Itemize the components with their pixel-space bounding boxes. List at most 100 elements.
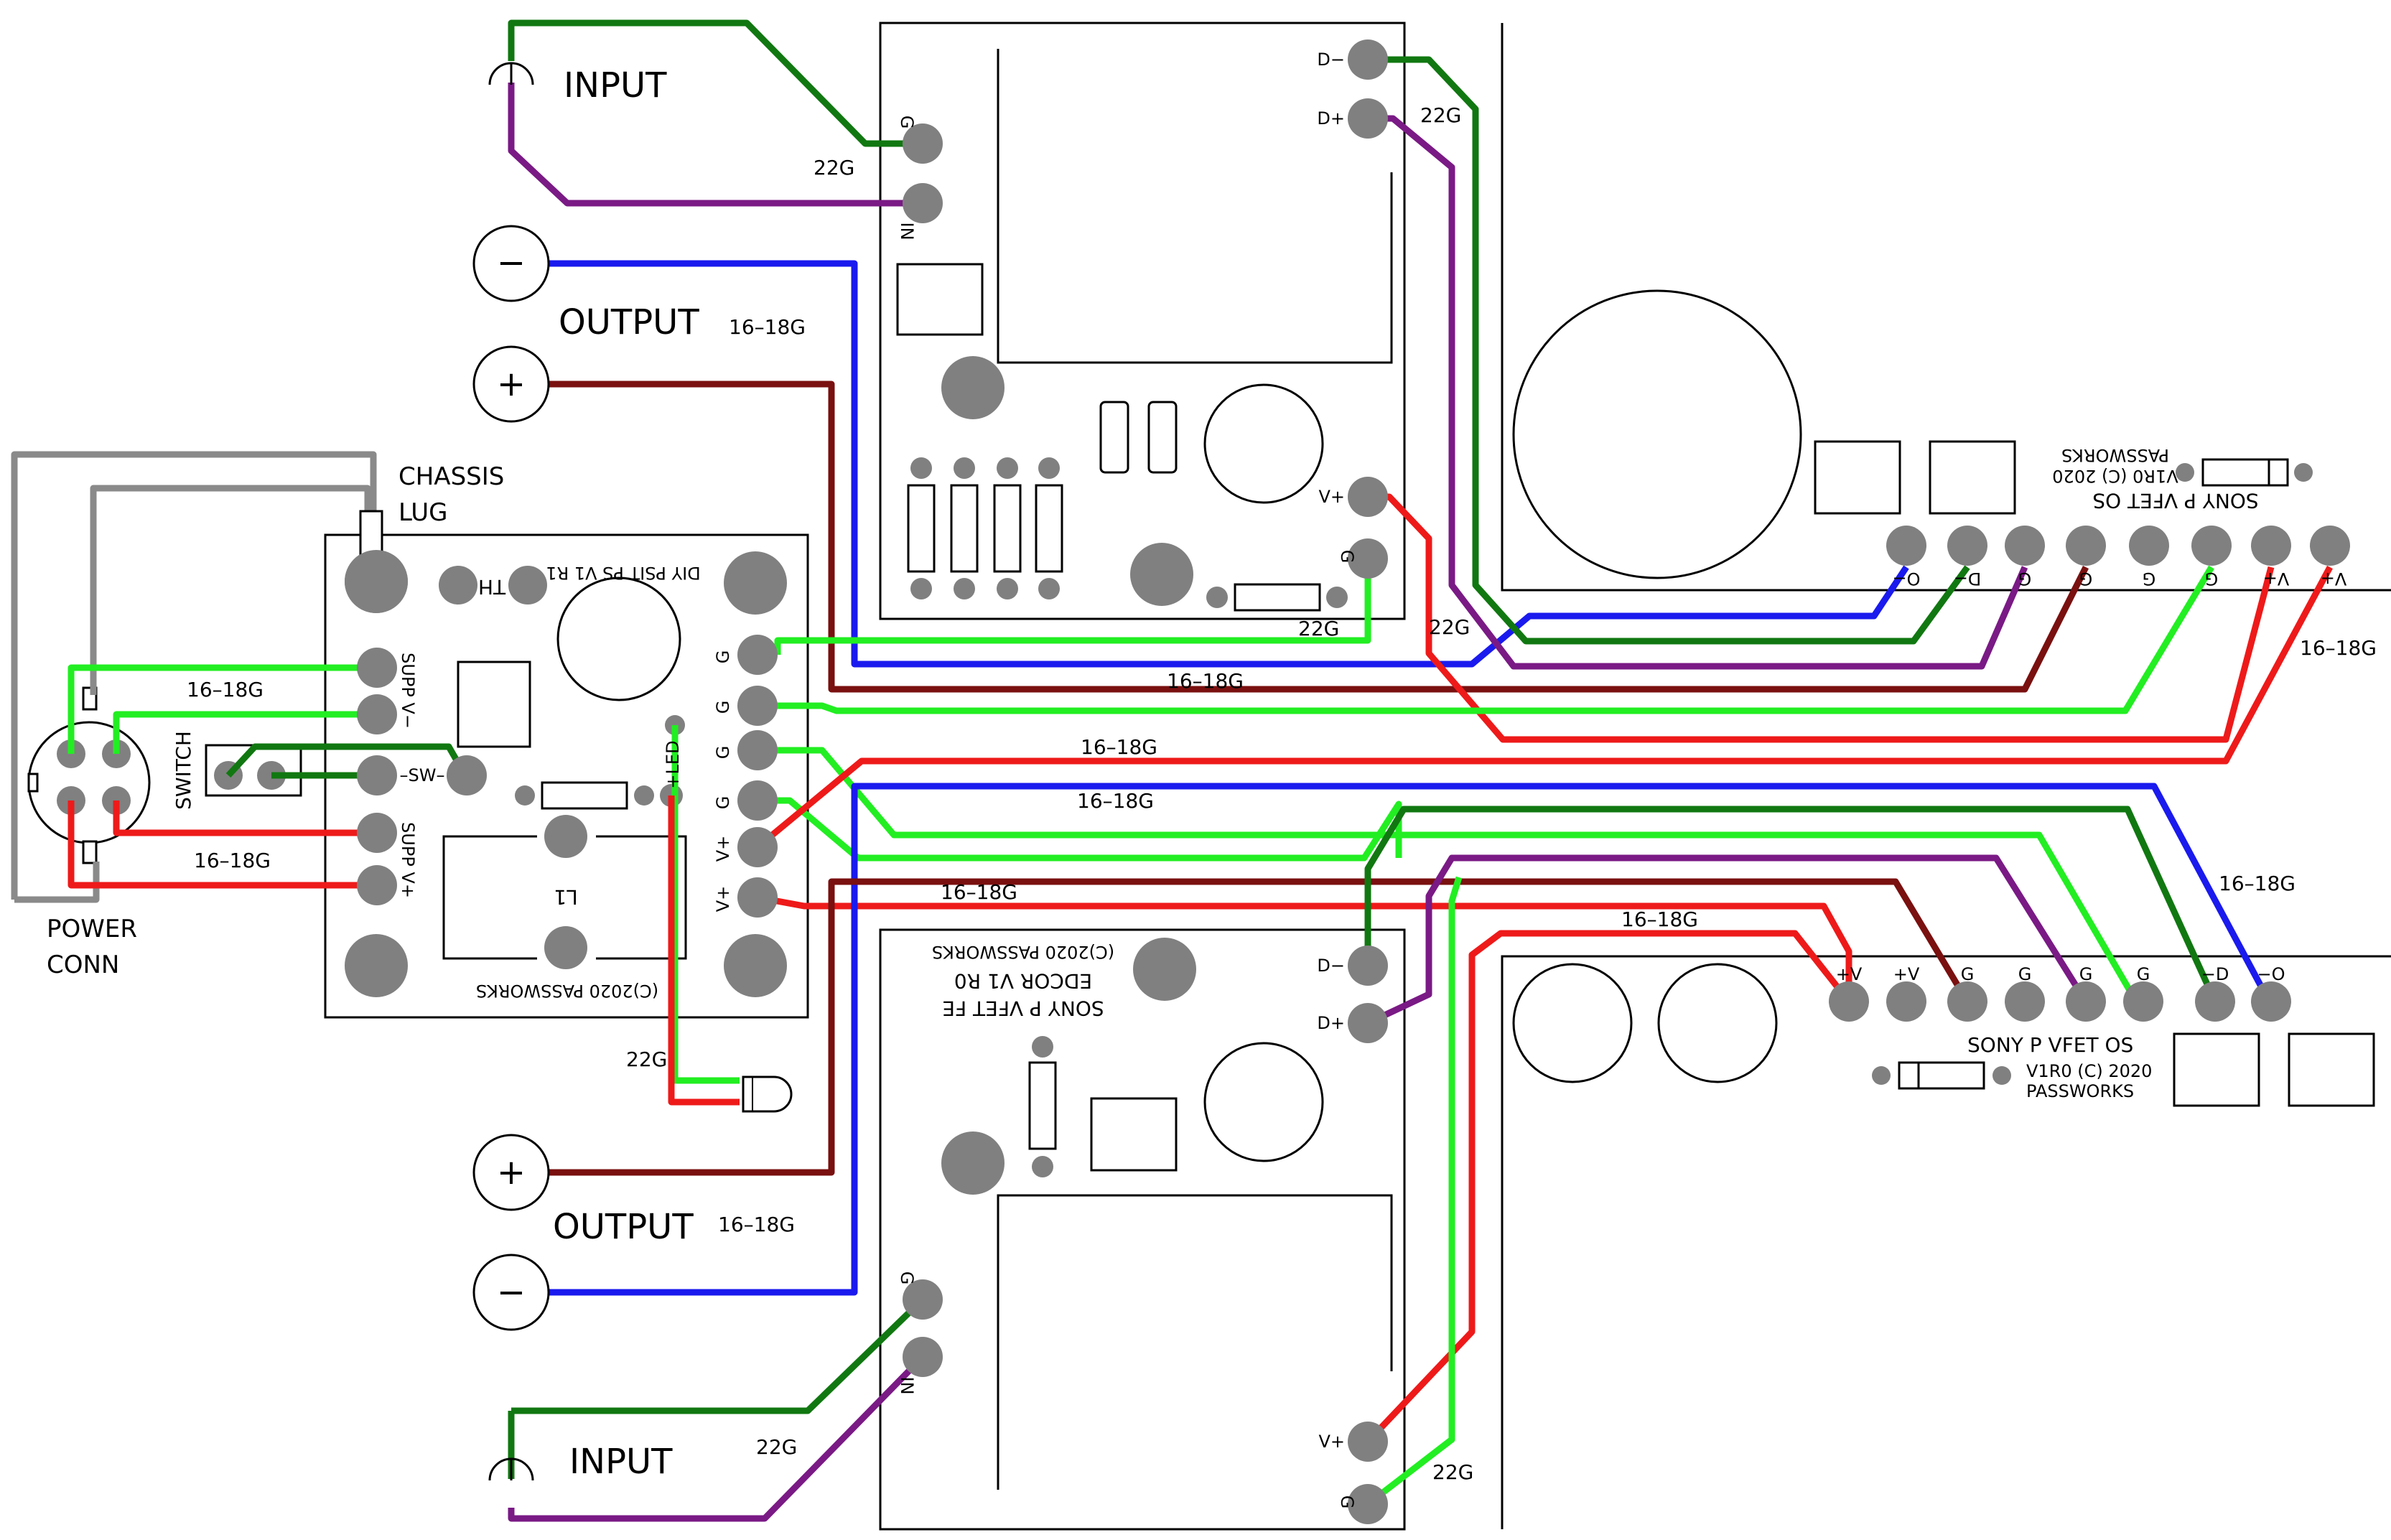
svg-text:+V: +V xyxy=(1836,964,1863,984)
os-board-bottom-outline xyxy=(1501,955,2391,1529)
psu-mount-hole-3 xyxy=(345,934,408,997)
psu-pad-g3: G xyxy=(713,746,733,760)
os-bottom-version: V1R0 (C) 2020 xyxy=(2026,1061,2152,1081)
os-top-version: V1R0 (C) 2020 xyxy=(2052,466,2178,486)
psu-pad-vplus2: V+ xyxy=(713,886,733,913)
psu-mount-hole-2 xyxy=(724,551,787,615)
fe-top-pad-dplus: D+ xyxy=(1317,108,1345,129)
fe-bottom-title-2: EDCOR V1 R0 xyxy=(954,969,1092,993)
os-bottom-maker: PASSWORKS xyxy=(2026,1081,2134,1101)
transformer-bottom xyxy=(997,1194,1393,1490)
fe-board-bottom-outline xyxy=(879,928,1406,1531)
svg-text:G: G xyxy=(2079,964,2093,984)
fe-bottom-pad-dplus: D+ xyxy=(1317,1013,1345,1033)
fe-bottom-title-3: (C)2020 PASSWORKS xyxy=(932,942,1114,962)
input-jack-bottom[interactable] xyxy=(488,1457,534,1481)
svg-text:G: G xyxy=(2018,569,2032,589)
svg-text:16–18G: 16–18G xyxy=(941,880,1017,904)
chassis-lug-label-2: LUG xyxy=(398,498,447,527)
psu-copyright: (C)2020 PASSWORKS xyxy=(476,981,658,1001)
os-bottom-diode xyxy=(1898,1061,1985,1090)
wire-fe-bottom-vplus xyxy=(1365,930,1852,1445)
svg-text:G: G xyxy=(2205,569,2219,589)
output-bottom-gauge: 16–18G xyxy=(718,1213,795,1236)
psu-resistor xyxy=(541,781,628,810)
fe-bottom-mount-hole xyxy=(1133,938,1196,1001)
os-bottom-title: SONY P VFET OS xyxy=(1967,1033,2133,1057)
os-top-maker: PASSWORKS xyxy=(2061,445,2169,465)
svg-text:G: G xyxy=(1961,964,1975,984)
fe-top-mount-hole-2 xyxy=(1130,543,1193,606)
fe-bottom-title-1: SONY P VFET FE xyxy=(942,997,1104,1020)
svg-text:16–18G: 16–18G xyxy=(187,678,264,701)
fe-bottom-square xyxy=(1090,1097,1178,1172)
psu-th-pad-2 xyxy=(508,566,547,605)
input-jack-top[interactable] xyxy=(488,62,534,85)
transformer-top xyxy=(997,49,1393,364)
psu-supp-vplus-label: SUPP V+ xyxy=(398,822,418,898)
wire-supp-vplus-1 xyxy=(113,801,377,836)
svg-text:−O: −O xyxy=(2257,964,2285,984)
fe-top-resistor-2 xyxy=(950,484,979,573)
wire-input-top-signal xyxy=(508,83,923,207)
led xyxy=(742,1075,793,1113)
psu-square xyxy=(457,661,531,748)
svg-text:−D: −D xyxy=(2201,964,2229,984)
wire-gauge-labels: 22G 22G 22G 22G 16–18G 16–18G 16–18G 16–… xyxy=(187,103,2377,1484)
output-bottom-minus-symbol: − xyxy=(497,1272,526,1312)
chassis-lug-label-1: CHASSIS xyxy=(398,462,504,491)
output-bottom-minus-terminal[interactable] xyxy=(472,1254,550,1331)
wire-psu-vplus1 xyxy=(755,565,2333,850)
output-top-plus-terminal[interactable] xyxy=(472,345,550,423)
wire-chassis-gray-3 xyxy=(14,862,100,903)
wire-input-top-ground xyxy=(508,19,923,147)
fe-top-mosfet-1 xyxy=(1099,401,1129,474)
output-top-minus-terminal[interactable] xyxy=(472,225,550,302)
fe-bottom-pad-vplus: V+ xyxy=(1318,1432,1345,1452)
svg-text:G: G xyxy=(2143,569,2156,589)
psu-led-label: +LED xyxy=(663,740,683,788)
wire-input-bottom-ground xyxy=(511,1297,926,1414)
psu-supp-vminus-label: SUPP V− xyxy=(398,653,418,729)
wire-chassis-gray-2 xyxy=(90,485,371,695)
fe-bottom-resistor xyxy=(1028,1061,1057,1150)
os-bottom-capacitor-1 xyxy=(1512,963,1633,1083)
output-top-minus-symbol: − xyxy=(497,243,526,283)
psu-mount-hole-4 xyxy=(724,934,787,997)
psu-pad-g2: G xyxy=(713,701,733,714)
svg-text:22G: 22G xyxy=(814,156,854,179)
psu-capacitor xyxy=(556,577,681,701)
wire-chassis-gray-1 xyxy=(11,451,377,900)
psu-l1-pad-2 xyxy=(544,926,587,969)
wire-psu-g1 xyxy=(758,565,2214,714)
os-bottom-square-1 xyxy=(2173,1032,2260,1107)
fe-board-top-outline xyxy=(879,22,1406,620)
power-conn-label-1: POWER xyxy=(47,915,137,943)
fe-top-resistor-1 xyxy=(907,484,936,573)
svg-text:16–18G: 16–18G xyxy=(2219,872,2296,895)
svg-text:G: G xyxy=(2079,569,2093,589)
power-conn-label-2: CONN xyxy=(47,951,119,979)
os-bottom-pad-labels: +V +V G G G G −D −O xyxy=(1836,964,2285,984)
psu-pad-g1: G xyxy=(713,650,733,664)
psu-pad-vplus1: V+ xyxy=(713,836,733,862)
wire-fe-bottom-dplus xyxy=(1366,854,2089,1027)
svg-text:V+: V+ xyxy=(2263,569,2290,589)
output-bottom-plus-terminal[interactable] xyxy=(472,1134,550,1211)
fe-top-pad-g: G xyxy=(897,116,917,129)
input-top-label: INPUT xyxy=(564,65,667,106)
fe-top-mount-hole xyxy=(941,356,1005,419)
svg-text:+V: +V xyxy=(1893,964,1920,984)
chassis-lug[interactable] xyxy=(345,510,408,613)
output-bottom-label: OUTPUT xyxy=(553,1207,694,1247)
output-top-plus-symbol: + xyxy=(497,364,526,404)
wire-fe-top-dplus xyxy=(1368,115,2028,670)
psu-pad-g4: G xyxy=(713,796,733,810)
fe-top-pad-g2: G xyxy=(1337,550,1357,564)
os-top-pad-labels: O− D− G G G G V+ V+ xyxy=(1893,569,2347,589)
fe-top-resistor-h xyxy=(1234,583,1321,612)
wire-supp-vminus-1 xyxy=(67,664,377,754)
svg-text:G: G xyxy=(2018,964,2032,984)
fe-top-pad-dminus: D− xyxy=(1317,50,1345,70)
